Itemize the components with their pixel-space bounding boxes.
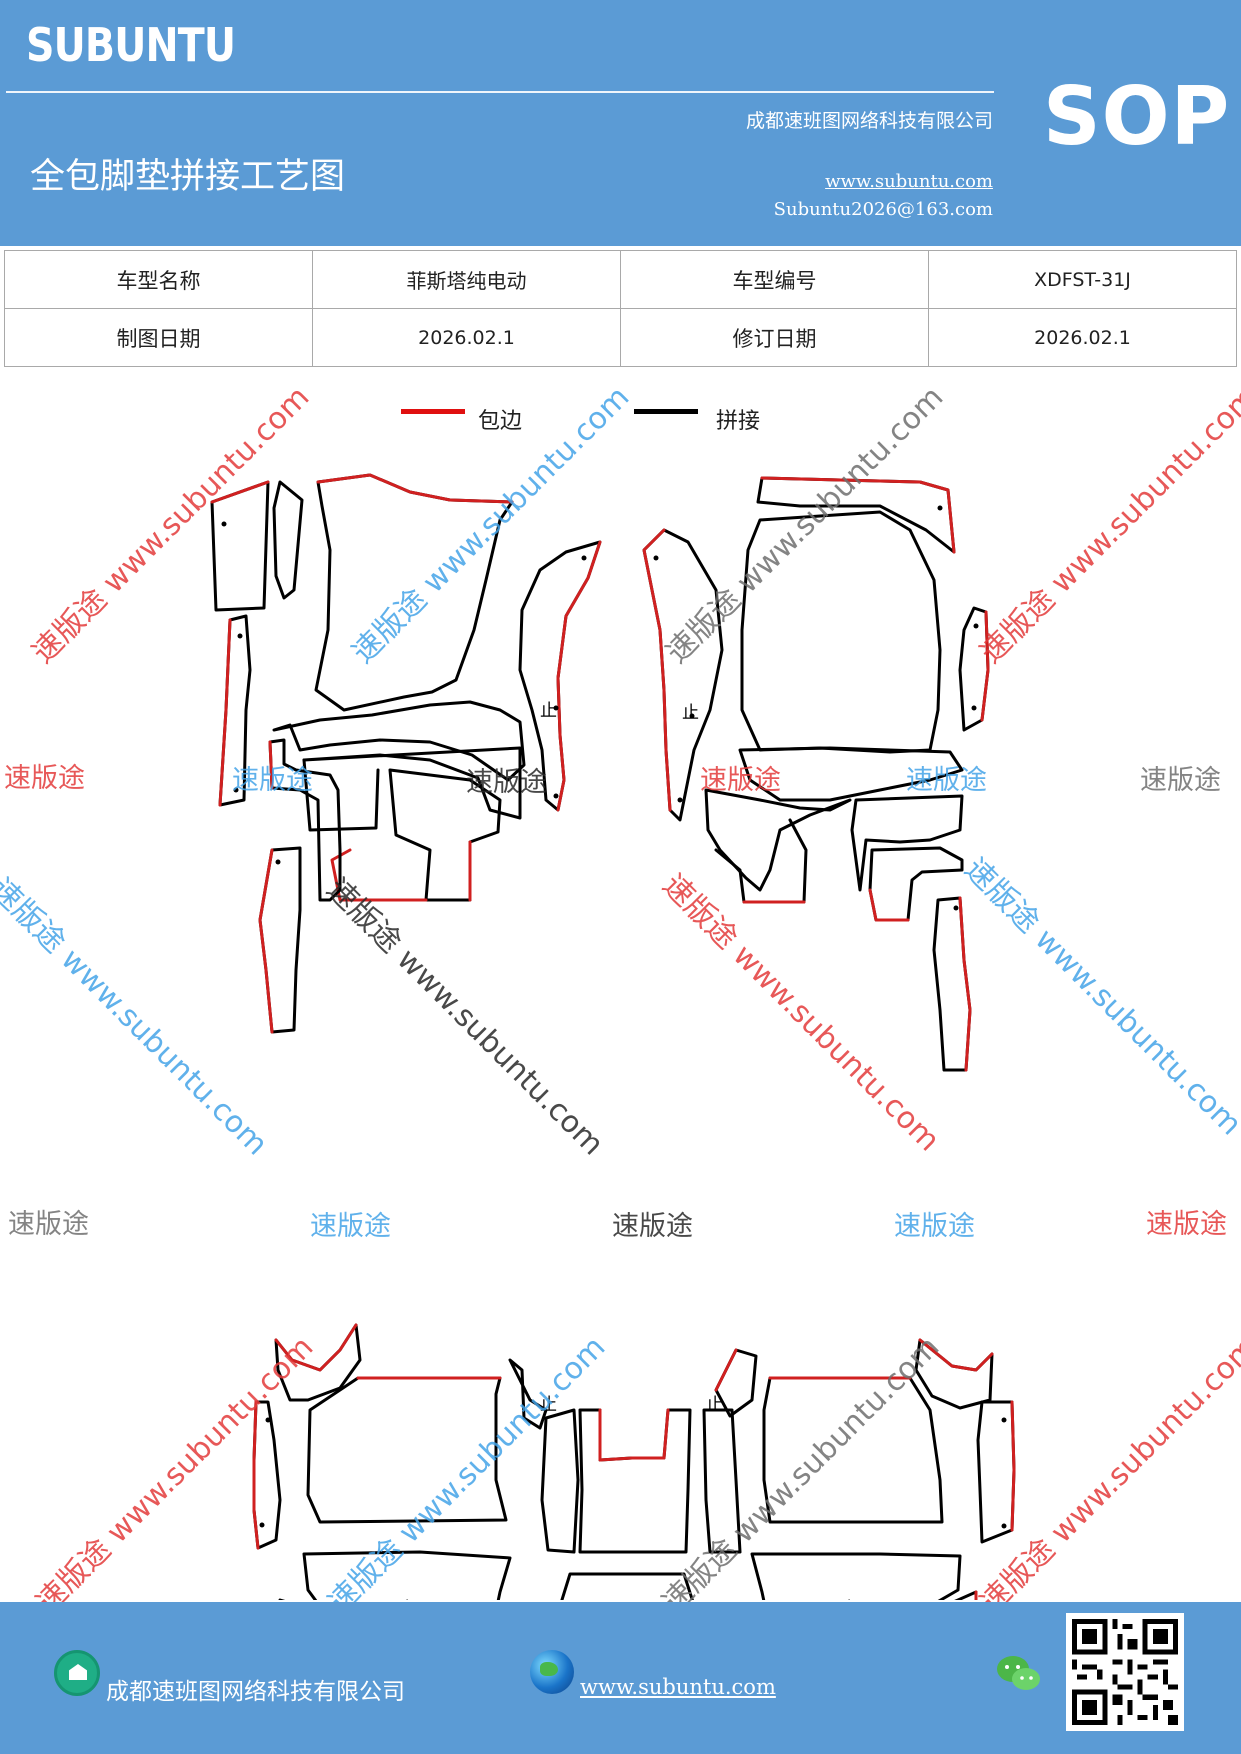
stop-mark: 止	[706, 1395, 723, 1415]
legend-seam-label: 拼接	[716, 409, 761, 434]
footer-banner: 成都速班图网络科技有限公司 www.subuntu.com	[0, 1602, 1241, 1754]
watermark-brand: 速版途	[1140, 765, 1221, 796]
value-draw-date: 2026.02.1	[312, 308, 621, 367]
watermark-brand: 速版途	[232, 765, 313, 796]
contact-email: Subuntu2026@163.com	[773, 199, 993, 220]
stop-mark: 止	[398, 1599, 415, 1600]
stop-mark: 止	[840, 1599, 857, 1600]
wechat-icon[interactable]	[996, 1654, 1042, 1694]
website-link[interactable]: www.subuntu.com	[825, 171, 993, 192]
label-revision-date: 修订日期	[620, 308, 929, 367]
legend-seam-swatch	[634, 409, 698, 414]
home-icon	[54, 1650, 100, 1696]
watermark-brand: 速版途	[894, 1211, 975, 1242]
globe-icon	[530, 1650, 574, 1694]
footer-company: 成都速班图网络科技有限公司	[106, 1679, 405, 1705]
value-model-code: XDFST-31J	[928, 250, 1237, 309]
vehicle-info-table: 车型名称 菲斯塔纯电动 车型编号 XDFST-31J 制图日期 2026.02.…	[4, 250, 1237, 367]
footer-website-link[interactable]: www.subuntu.com	[580, 1675, 776, 1699]
watermark-brand: 速版途	[310, 1211, 391, 1242]
mat-diagram: 止 止 止 止 止 止	[0, 330, 1241, 1600]
value-model-name: 菲斯塔纯电动	[312, 250, 621, 309]
company-name: 成都速班图网络科技有限公司	[745, 110, 993, 132]
watermark-brand: 速版途	[612, 1211, 693, 1242]
document-title: 全包脚垫拼接工艺图	[30, 157, 346, 197]
watermark-brand: 速版途	[700, 765, 781, 796]
label-model-name: 车型名称	[4, 250, 313, 309]
header-divider	[6, 91, 994, 93]
watermark-brand: 速版途	[4, 763, 85, 794]
table-row: 制图日期 2026.02.1 修订日期 2026.02.1	[4, 308, 1237, 367]
stop-mark: 止	[540, 701, 557, 721]
header-banner: SUBUNTU 成都速班图网络科技有限公司 全包脚垫拼接工艺图 www.subu…	[0, 0, 1241, 246]
watermark-brand: 速版途	[8, 1209, 89, 1240]
brand-logo: SUBUNTU	[26, 18, 236, 72]
legend-edge-label: 包边	[478, 409, 523, 434]
sop-badge: SOP	[1043, 70, 1231, 163]
stop-mark: 止	[682, 703, 699, 723]
stop-mark: 止	[540, 1395, 557, 1415]
value-revision-date: 2026.02.1	[928, 308, 1237, 367]
table-row: 车型名称 菲斯塔纯电动 车型编号 XDFST-31J	[4, 250, 1237, 309]
watermark-brand: 速版途	[906, 765, 987, 796]
watermark-brand: 速版途	[466, 767, 547, 798]
label-model-code: 车型编号	[620, 250, 929, 309]
legend-edge-swatch	[401, 409, 465, 414]
watermark-brand: 速版途	[1146, 1209, 1227, 1240]
qr-code	[1066, 1613, 1184, 1731]
label-draw-date: 制图日期	[4, 308, 313, 367]
